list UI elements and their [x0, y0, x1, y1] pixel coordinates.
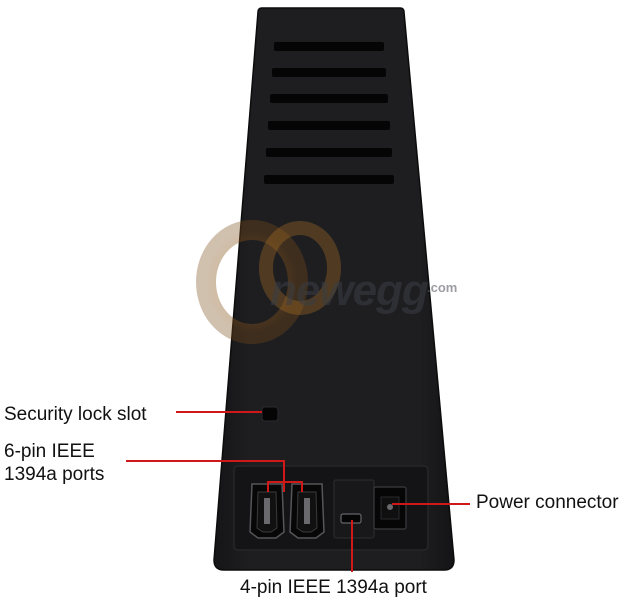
security-lock-slot	[261, 406, 279, 422]
six-pin-port-right	[289, 483, 325, 539]
watermark-brand-text: newegg	[270, 266, 429, 315]
power-connector-label: Power connector	[476, 492, 619, 513]
four-pin-port-label: 4-pin IEEE 1394a port	[240, 577, 427, 598]
six-pin-port-left	[249, 483, 285, 539]
newegg-watermark-logo	[196, 220, 341, 344]
four-pin-port	[333, 479, 375, 539]
callout-lines	[126, 411, 470, 572]
vent-slot	[274, 42, 384, 51]
power-connector	[373, 486, 407, 530]
vent-slot	[272, 68, 386, 77]
watermark-suffix-text: .com	[427, 280, 458, 295]
vent-slot	[266, 148, 392, 157]
vent-slot	[270, 94, 388, 103]
six-pin-ports-label: 6-pin IEEE 1394a ports	[4, 440, 104, 486]
six-pin-ports-label-line1: 6-pin IEEE	[4, 441, 95, 462]
vent-slot	[264, 175, 394, 184]
security-lock-slot-label: Security lock slot	[4, 404, 147, 425]
six-pin-ports-label-line2: 1394a ports	[4, 464, 105, 485]
vent-slot	[268, 121, 390, 130]
ventilation-grille	[264, 42, 394, 184]
callout-line-six-pin-bracket	[267, 481, 303, 492]
